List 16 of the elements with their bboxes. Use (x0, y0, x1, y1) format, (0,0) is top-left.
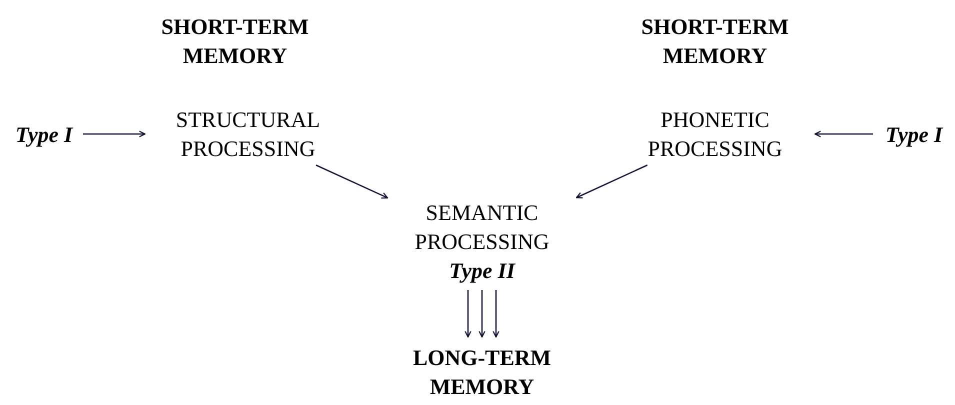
arrow (814, 130, 873, 138)
input-type-label: Type I (885, 120, 943, 148)
memory-heading: SHORT-TERM MEMORY (160, 13, 310, 70)
memory-heading: SHORT-TERM MEMORY (640, 13, 790, 70)
arrow (478, 290, 486, 338)
processing-type-label: Type II (449, 256, 515, 284)
process-label: PHONETIC PROCESSING (646, 106, 784, 163)
arrow (83, 130, 146, 138)
arrow (464, 290, 472, 338)
arrow (576, 164, 648, 198)
process-label: SEMANTIC PROCESSING (414, 198, 550, 256)
process-label: STRUCTURAL PROCESSING (174, 106, 322, 163)
input-type-label: Type I (15, 120, 73, 148)
arrow (492, 290, 500, 338)
memory-label: LONG-TERM MEMORY (412, 344, 552, 401)
arrow (316, 164, 388, 199)
